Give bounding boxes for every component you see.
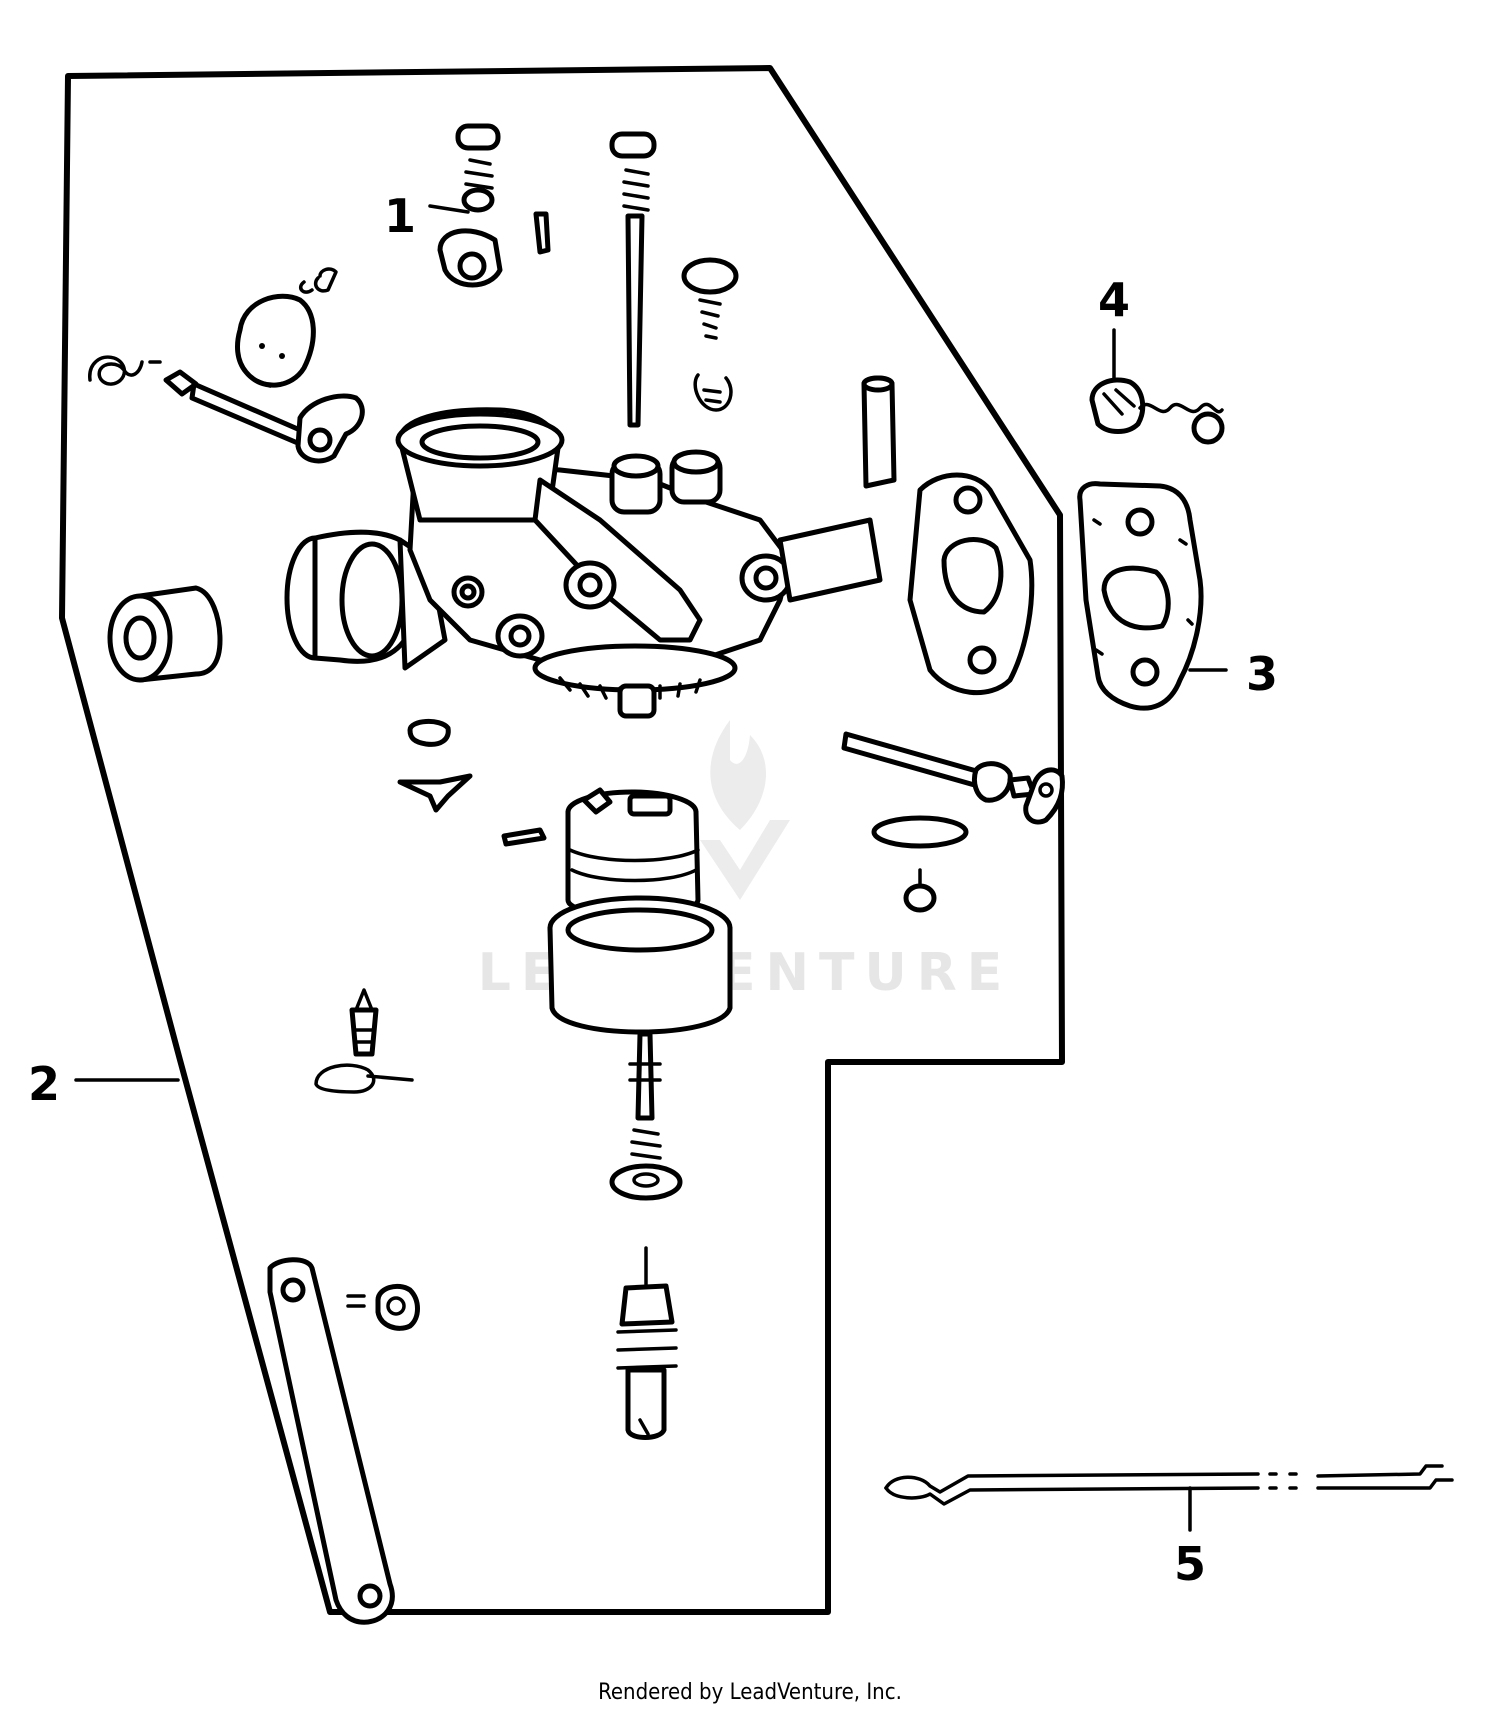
mounting-screw bbox=[1089, 377, 1225, 445]
long-adjust-screw bbox=[609, 131, 657, 428]
throttle-plate bbox=[871, 815, 969, 849]
callout-1: 1 bbox=[384, 189, 416, 243]
main-jet-stem bbox=[609, 1031, 683, 1201]
choke-plate bbox=[235, 293, 316, 388]
governor-link bbox=[884, 1464, 1454, 1506]
render-credit: Rendered by LeadVenture, Inc. bbox=[598, 1680, 902, 1705]
choke-shaft bbox=[88, 355, 365, 464]
callout-4: 4 bbox=[1098, 273, 1130, 327]
wire-clip bbox=[314, 1063, 414, 1094]
callout-3: 3 bbox=[1246, 647, 1278, 701]
gasket bbox=[1077, 481, 1204, 711]
inlet-needle bbox=[349, 988, 379, 1057]
small-pin bbox=[533, 211, 551, 255]
float-bowl bbox=[547, 895, 733, 1035]
callout-1-leader bbox=[428, 204, 470, 214]
float-pin-parts bbox=[397, 719, 547, 847]
screw-top-left bbox=[437, 123, 503, 288]
callout-5: 5 bbox=[1174, 1537, 1206, 1591]
throttle-plate-screw bbox=[903, 868, 937, 913]
throttle-shaft bbox=[841, 731, 1065, 825]
kit-panel-outline bbox=[59, 65, 1065, 1615]
idle-screw bbox=[681, 257, 739, 412]
float bbox=[565, 787, 701, 918]
main-jet-needle bbox=[616, 1246, 678, 1440]
bracket bbox=[267, 1257, 395, 1625]
bushing bbox=[107, 585, 223, 683]
clip-small bbox=[299, 267, 338, 294]
nut-small bbox=[346, 1283, 420, 1331]
carburetor-body bbox=[284, 375, 1035, 719]
callout-2: 2 bbox=[28, 1057, 60, 1111]
